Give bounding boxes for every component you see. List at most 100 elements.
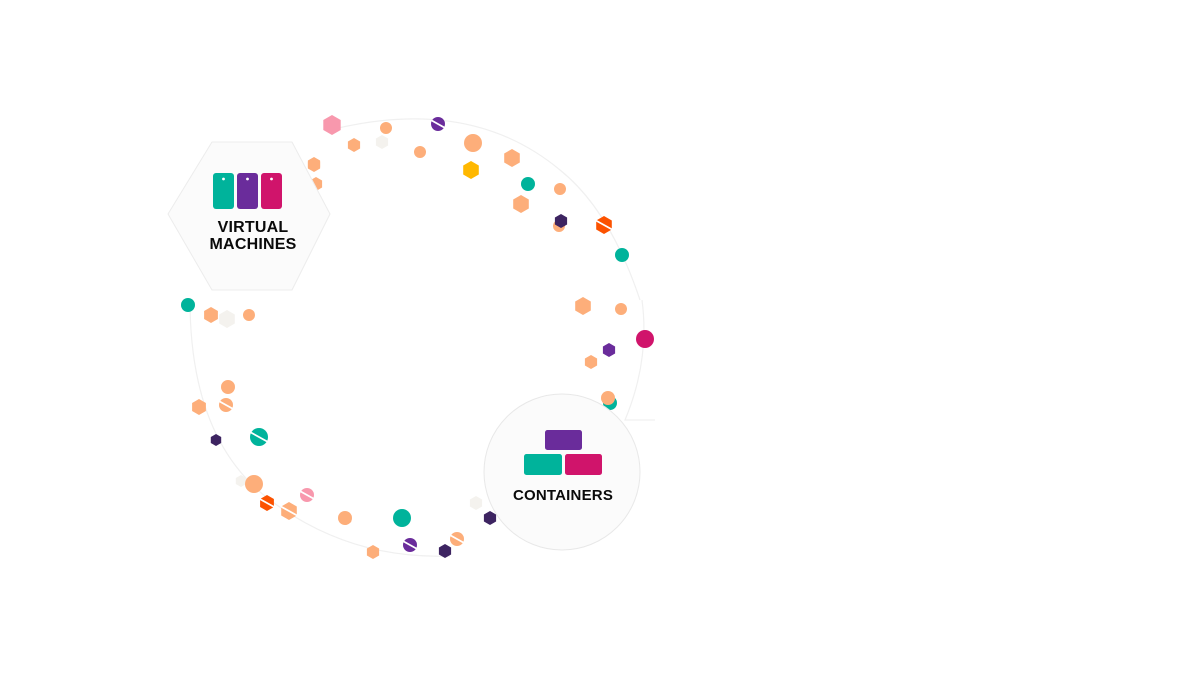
hexagon-particle — [192, 399, 206, 415]
dot-particle — [181, 298, 195, 312]
hexagon-particle — [602, 343, 616, 357]
particle-orange-hex-split — [259, 495, 275, 511]
particle-teal-dot — [393, 509, 411, 527]
particle-peach-hex — [513, 195, 529, 213]
particle-pink-dot-split — [300, 488, 314, 502]
particle-peach-dot — [243, 309, 255, 321]
particle-peach-dot — [414, 146, 426, 158]
particle-pink-hex — [323, 115, 341, 135]
server-led — [270, 177, 273, 181]
dot-particle — [521, 177, 535, 191]
particle-peach-dot — [221, 380, 235, 394]
particle-peach-dot — [601, 391, 615, 405]
server-led — [222, 177, 225, 181]
particle-dark_purple-hex — [554, 214, 568, 228]
particle-teal-dot-split — [250, 428, 268, 446]
server-led — [246, 177, 249, 181]
dot-particle — [615, 248, 629, 262]
particle-peach-hex — [204, 307, 218, 323]
virtual-machines-label-line1: VIRTUAL — [217, 219, 289, 236]
orbit-arc-left — [189, 299, 451, 557]
dot-particle — [221, 380, 235, 394]
particle-purple-dot-split — [431, 117, 445, 131]
particle-split-line — [300, 490, 314, 500]
particle-peach-hex — [584, 355, 598, 369]
particle-peach-dot — [380, 122, 392, 134]
particle-dark_purple-hex — [438, 544, 452, 558]
particle-peach-hex — [192, 399, 206, 415]
particle-dark_purple-hex — [483, 511, 497, 525]
particle-split-line — [250, 431, 268, 443]
orbit-arc-top — [329, 118, 641, 301]
particle-teal-dot — [521, 177, 535, 191]
hexagon-particle — [469, 496, 483, 510]
hexagon-particle — [307, 158, 321, 172]
dot-particle — [380, 122, 392, 134]
particle-peach-hex — [366, 545, 380, 559]
particle-off_white-hex — [219, 310, 235, 328]
hexagon-particle — [235, 475, 247, 487]
virtual-machines-label: VIRTUAL MACHINES — [178, 219, 328, 253]
particle-peach-dot-split — [219, 398, 233, 412]
particle-magenta-dot — [636, 330, 654, 348]
particle-purple-hex — [602, 343, 616, 357]
container-block-teal — [524, 454, 562, 475]
hexagon-particle — [554, 214, 568, 228]
dot-particle — [243, 309, 255, 321]
hexagon-particle — [204, 307, 218, 323]
particle-dark_purple-hex — [210, 434, 222, 446]
particle-peach-hex — [347, 138, 361, 152]
virtual-machines-node[interactable] — [167, 141, 331, 291]
orbit-arc-right — [624, 299, 655, 421]
particle-peach-hex — [575, 297, 591, 315]
server-block-teal — [213, 173, 234, 209]
hexagon-particle — [483, 511, 497, 525]
particle-off_white-hex — [469, 496, 483, 510]
particle-peach-dot — [615, 303, 627, 315]
particle-orange-hex-split — [595, 216, 613, 234]
hexagon-particle — [366, 545, 380, 559]
particle-off_white-hex — [375, 135, 389, 149]
hexagon-particle — [584, 355, 598, 369]
virtual-machines-hexagon — [167, 141, 331, 291]
particle-split-line — [431, 119, 445, 129]
particle-peach-dot-split — [450, 532, 464, 546]
hexagon-particle — [575, 297, 591, 315]
dot-particle — [393, 509, 411, 527]
particle-split-line — [403, 540, 417, 550]
hexagon-particle — [438, 544, 452, 558]
dot-particle — [636, 330, 654, 348]
particle-peach-hex — [307, 158, 321, 172]
hexagon-particle — [210, 434, 222, 446]
hexagon-particle — [463, 161, 479, 179]
particle-yellow-hex — [463, 161, 479, 179]
virtual-machines-label-line2: MACHINES — [209, 236, 297, 253]
particle-split-line — [280, 505, 298, 517]
hexagon-particle — [347, 138, 361, 152]
particle-teal-dot — [181, 298, 195, 312]
dot-particle — [414, 146, 426, 158]
hexagon-particle — [375, 135, 389, 149]
hexagon-particle — [504, 149, 520, 167]
hexagon-particle — [513, 195, 529, 213]
particle-peach-dot — [338, 511, 352, 525]
particle-peach-dot — [245, 475, 263, 493]
container-stack-icon — [524, 430, 602, 475]
dot-particle — [601, 391, 615, 405]
particle-split-line — [450, 534, 464, 544]
particle-purple-dot-split — [403, 538, 417, 552]
server-blocks-icon — [213, 173, 282, 209]
particles — [181, 115, 654, 559]
particle-off_white-hex — [235, 475, 247, 487]
containers-node[interactable] — [483, 393, 641, 551]
containers-label: CONTAINERS — [512, 487, 614, 504]
particle-peach-hex — [504, 149, 520, 167]
particle-split-line — [219, 400, 233, 410]
dot-particle — [554, 183, 566, 195]
particle-split-line — [595, 219, 613, 231]
hexagon-particle — [219, 310, 235, 328]
container-block-magenta — [565, 454, 602, 475]
dot-particle — [338, 511, 352, 525]
server-block-purple — [237, 173, 258, 209]
